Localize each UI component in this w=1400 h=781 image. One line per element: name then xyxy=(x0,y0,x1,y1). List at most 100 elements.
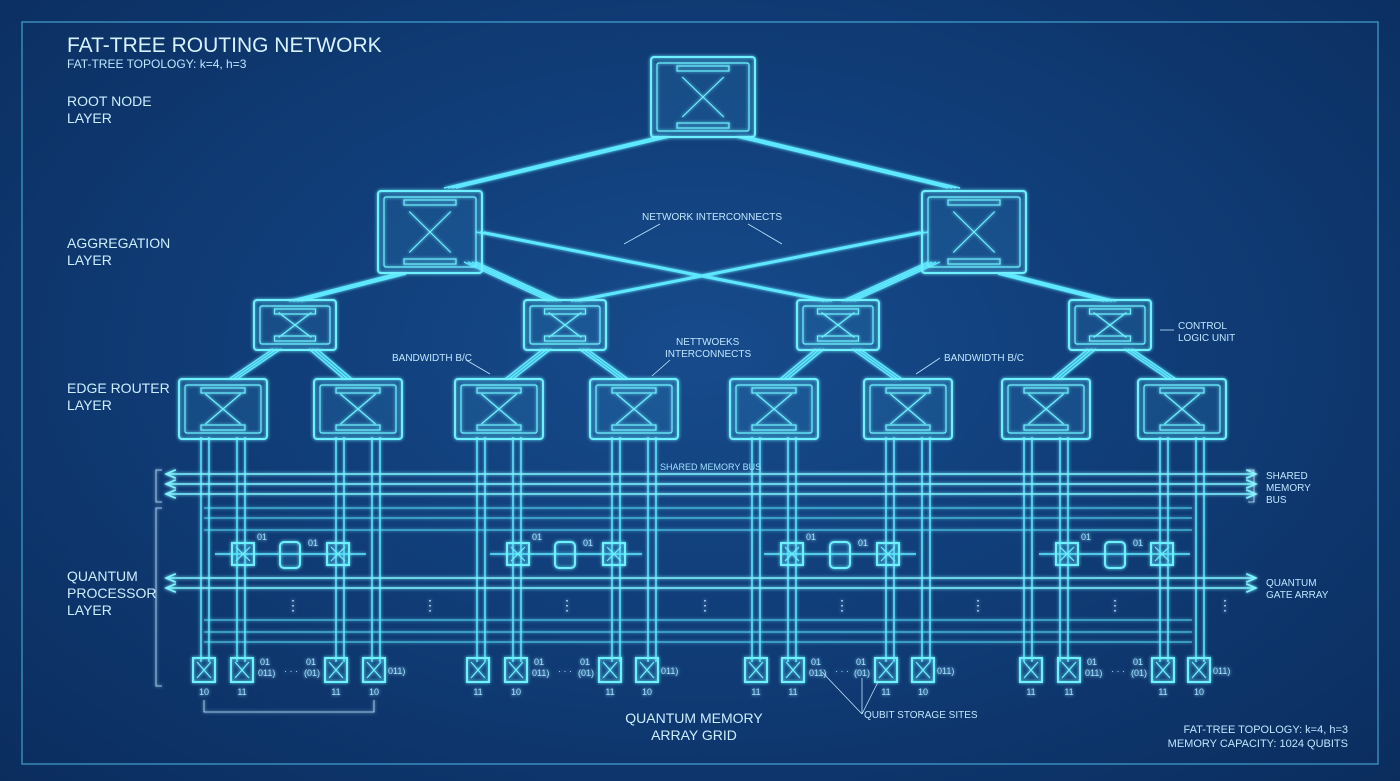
root-agg-link xyxy=(740,136,953,189)
edge-router-crossbar xyxy=(205,393,241,425)
mid-edge-link xyxy=(228,348,274,380)
storage-cross xyxy=(602,661,618,679)
storage-bit-label: 10 xyxy=(642,687,652,697)
svg-text:MEMORY: MEMORY xyxy=(1266,483,1311,494)
pod-switch xyxy=(1068,299,1152,351)
root-router-inner xyxy=(656,62,750,132)
aggregation-router xyxy=(921,190,1027,274)
root-router-port-top xyxy=(676,65,730,72)
bus-bracket xyxy=(1248,469,1255,503)
mid-edge-link xyxy=(1131,348,1177,380)
agg-mid-link xyxy=(841,261,929,302)
qubit-register xyxy=(279,541,301,569)
pod-switch-crossbar xyxy=(278,312,312,338)
storage-label: 01 xyxy=(534,657,544,667)
pod-switch-port-top xyxy=(543,308,587,315)
storage-dots: · · · xyxy=(558,666,572,676)
gate-label: 01 xyxy=(858,538,868,548)
edge-router-crossbar xyxy=(481,393,517,425)
storage-cross xyxy=(234,661,250,679)
footer-capacity: MEMORY CAPACITY: 1024 QUBITS xyxy=(1168,738,1348,750)
svg-text:LAYER: LAYER xyxy=(67,110,112,126)
edge-router-crossbar xyxy=(756,393,792,425)
storage-bit-label: 11 xyxy=(788,687,797,697)
edge-router-inner xyxy=(184,384,262,434)
router-nodes xyxy=(178,56,1227,440)
annotation-qubit-storage: QUBIT STORAGE SITES xyxy=(864,710,978,721)
edge-router-port-top xyxy=(1023,387,1069,394)
mid-edge-link xyxy=(508,348,548,380)
storage-bit-label: 10 xyxy=(511,687,521,697)
annotation-bandwidth-left: BANDWIDTH B/C xyxy=(392,353,472,364)
qubit-register xyxy=(554,541,576,569)
agg-mid-link xyxy=(296,273,403,302)
mid-edge-link xyxy=(308,348,345,380)
blueprint-frame xyxy=(21,21,1379,765)
mid-edge-link xyxy=(1123,348,1169,380)
agg-mid-cross-link xyxy=(475,231,825,302)
svg-text:EDGE ROUTER: EDGE ROUTER xyxy=(67,380,170,396)
storage-bit-label: 10 xyxy=(1194,687,1204,697)
edge-router-crossbar xyxy=(890,393,926,425)
annotation-leader xyxy=(915,357,941,375)
edge-router-crossbar xyxy=(1028,393,1064,425)
storage-cross xyxy=(470,661,486,679)
mid-edge-link xyxy=(855,348,899,380)
edge-router-port-top xyxy=(200,387,246,394)
pod-switch-port-bottom xyxy=(273,335,317,342)
aggregation-router-port-bottom xyxy=(947,258,1001,265)
root-agg-link xyxy=(443,136,658,189)
annotation-control-1: CONTROL xyxy=(1178,321,1227,332)
ellipsis-dots: ⋮ xyxy=(286,597,300,613)
edge-router xyxy=(863,378,953,440)
root-agg-link xyxy=(748,136,961,189)
pod-switch-inner xyxy=(529,305,601,345)
gate-label: 01 xyxy=(806,532,816,542)
svg-text:ROOT NODE: ROOT NODE xyxy=(67,93,152,109)
agg-mid-cross-link xyxy=(570,231,921,302)
agg-mid-cross-link xyxy=(578,231,929,302)
diagram-subtitle: FAT-TREE TOPOLOGY: k=4, h=3 xyxy=(67,57,247,71)
svg-text:LAYER: LAYER xyxy=(67,397,112,413)
layer-label-edge: EDGE ROUTER LAYER xyxy=(67,380,170,413)
storage-label: 01 xyxy=(1133,657,1143,667)
mid-edge-link xyxy=(1127,348,1173,380)
footer-topology: FAT-TREE TOPOLOGY: k=4, h=3 xyxy=(1184,724,1348,736)
edge-router-inner xyxy=(319,384,397,434)
agg-mid-link xyxy=(1001,273,1109,302)
edge-router-port-bottom xyxy=(335,424,381,431)
storage-cross xyxy=(1023,661,1039,679)
edge-router-crossbar xyxy=(1164,393,1200,425)
edge-router xyxy=(313,378,403,440)
gate-label: 01 xyxy=(1133,538,1143,548)
annotation-nettwoeks-2: INTERCONNECTS xyxy=(665,349,751,360)
storage-dots: · · · xyxy=(1111,666,1125,676)
storage-label: 01 xyxy=(260,657,270,667)
agg-mid-link xyxy=(997,273,1105,302)
edge-router-inner xyxy=(1143,384,1221,434)
aggregation-router-port-bottom xyxy=(403,258,457,265)
storage-cross xyxy=(915,661,931,679)
pod-switch-inner xyxy=(1074,305,1146,345)
mid-edge-link xyxy=(779,348,817,380)
edge-router-port-top xyxy=(335,387,381,394)
ellipsis-dots: ⋮ xyxy=(560,597,574,613)
annotation-network-interconnects: NETWORK INTERCONNECTS xyxy=(642,212,782,223)
storage-bit-label: 10 xyxy=(918,687,928,697)
svg-text:BUS: BUS xyxy=(1266,495,1287,506)
mid-edge-link xyxy=(312,348,349,380)
storage-bit-label: 11 xyxy=(473,687,482,697)
storage-label: (01) xyxy=(854,668,870,678)
edge-router-port-bottom xyxy=(1159,424,1205,431)
ellipsis-dots: ⋮ xyxy=(835,597,849,613)
root-agg-link xyxy=(447,136,662,189)
storage-label: 011) xyxy=(661,666,678,676)
storage-label: 01 xyxy=(580,657,590,667)
pod-switch-crossbar xyxy=(821,312,855,338)
storage-label: 011) xyxy=(1085,668,1102,678)
edge-router-port-bottom xyxy=(200,424,246,431)
annotation-shared-bus-right: SHARED MEMORY BUS xyxy=(1266,471,1311,506)
agg-mid-link xyxy=(300,273,407,302)
storage-cross xyxy=(366,661,382,679)
storage-bit-label: 11 xyxy=(605,687,614,697)
